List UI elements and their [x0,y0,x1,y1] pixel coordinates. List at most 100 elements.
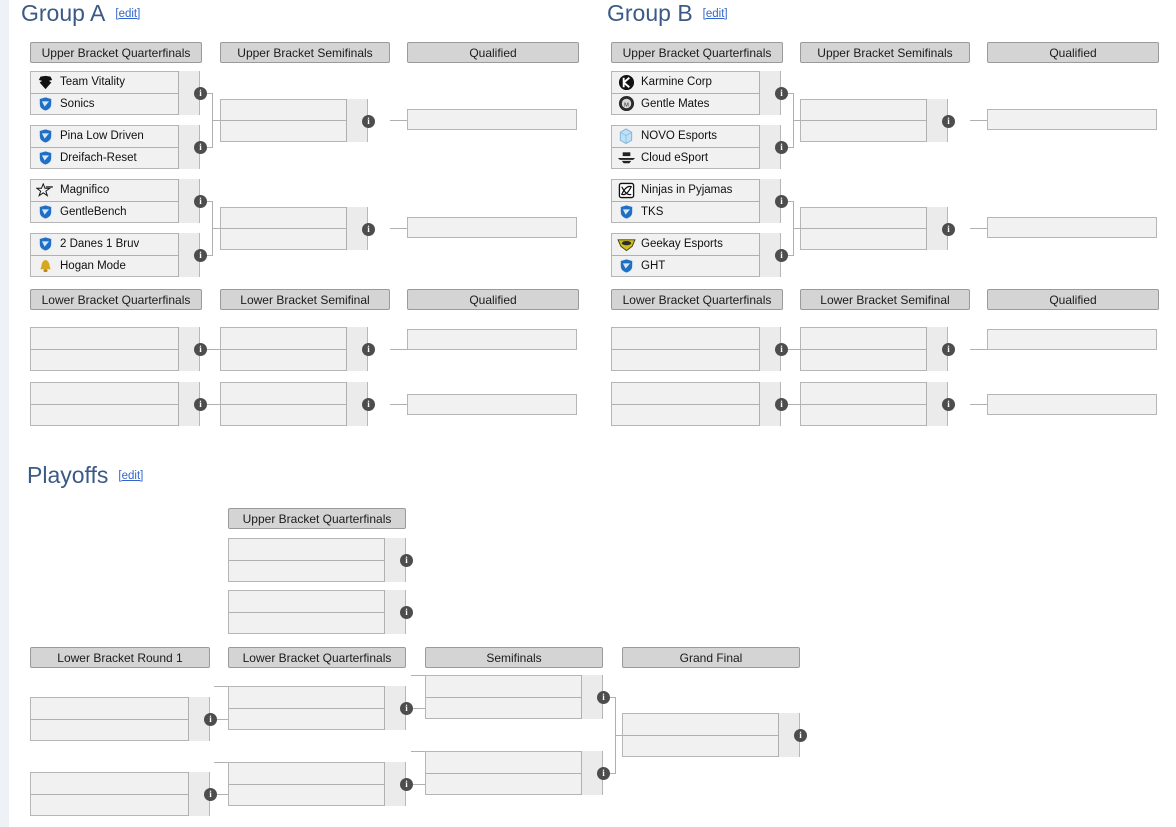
match-info-icon[interactable]: i [194,249,207,262]
match-row[interactable]: i [611,327,788,371]
match-row[interactable]: i [800,99,955,142]
match-info-icon[interactable]: i [400,778,413,791]
match-info-icon[interactable]: i [204,713,217,726]
opponent-top[interactable]: Karmine Corp [612,72,780,94]
playoffs-edit-link[interactable]: [edit] [118,470,144,482]
match-info-icon[interactable]: i [942,343,955,356]
match-row[interactable]: Ninjas in Pyjamas TKS i [611,179,788,223]
opponent-top[interactable] [426,676,602,698]
opponent-top[interactable] [229,687,405,709]
match-row[interactable]: i [220,207,375,250]
opponent-top[interactable]: NOVO Esports [612,126,780,148]
match-row[interactable]: i [220,382,375,426]
match-row[interactable]: i [800,207,955,250]
opponent-bottom[interactable]: TKS [612,202,780,223]
match-info-icon[interactable]: i [942,115,955,128]
match-row[interactable]: 2 Danes 1 Bruv Hogan Mode i [30,233,207,277]
opponent-top[interactable] [801,328,947,350]
match-info-icon[interactable]: i [597,691,610,704]
opponent-bottom[interactable] [229,709,405,730]
opponent-bottom[interactable]: Hogan Mode [31,256,199,277]
opponent-top[interactable]: Team Vitality [31,72,199,94]
qualified-slot[interactable] [987,217,1157,238]
match-info-icon[interactable]: i [400,606,413,619]
opponent-bottom[interactable]: Sonics [31,94,199,115]
match-row[interactable]: i [228,590,413,634]
match-info-icon[interactable]: i [194,195,207,208]
match-info-icon[interactable]: i [794,729,807,742]
group-b-edit-link[interactable]: [edit] [702,8,728,20]
match-info-icon[interactable]: i [775,141,788,154]
match-row[interactable]: Pina Low Driven Dreifach-Reset i [30,125,207,169]
opponent-bottom[interactable] [623,736,799,757]
opponent-top[interactable]: Geekay Esports [612,234,780,256]
match-row[interactable]: Magnifico GentleBench i [30,179,207,223]
opponent-bottom[interactable] [426,774,602,795]
opponent-top[interactable] [612,383,780,405]
match-row[interactable]: Geekay Esports GHT i [611,233,788,277]
group-a-edit-link[interactable]: [edit] [115,8,141,20]
match-info-icon[interactable]: i [942,398,955,411]
opponent-top[interactable] [801,100,947,121]
opponent-top[interactable] [612,328,780,350]
opponent-top[interactable] [426,752,602,774]
match-info-icon[interactable]: i [775,195,788,208]
match-info-icon[interactable]: i [597,767,610,780]
match-info-icon[interactable]: i [362,223,375,236]
match-info-icon[interactable]: i [775,398,788,411]
match-row[interactable]: i [220,327,375,371]
match-info-icon[interactable]: i [775,87,788,100]
match-row[interactable]: i [30,327,207,371]
opponent-top[interactable] [31,328,199,350]
match-row[interactable]: i [425,751,610,795]
match-row[interactable]: Team Vitality Sonics i [30,71,207,115]
match-row[interactable]: i [800,382,955,426]
match-info-icon[interactable]: i [362,398,375,411]
match-row[interactable]: Karmine Corp M Gentle Mates i [611,71,788,115]
match-row[interactable]: i [220,99,375,142]
match-row[interactable]: i [800,327,955,371]
opponent-bottom[interactable] [229,785,405,806]
match-info-icon[interactable]: i [194,398,207,411]
match-info-icon[interactable]: i [400,702,413,715]
opponent-bottom[interactable]: M Gentle Mates [612,94,780,115]
match-info-icon[interactable]: i [942,223,955,236]
opponent-top[interactable]: 2 Danes 1 Bruv [31,234,199,256]
opponent-bottom[interactable]: GHT [612,256,780,277]
match-row[interactable]: i [30,697,217,741]
match-row[interactable]: i [30,382,207,426]
opponent-bottom[interactable] [229,613,405,634]
match-info-icon[interactable]: i [775,343,788,356]
opponent-top[interactable] [623,714,799,736]
opponent-top[interactable] [31,698,209,720]
opponent-top[interactable] [229,539,405,561]
match-row[interactable]: NOVO Esports Cloud eSport i [611,125,788,169]
match-info-icon[interactable]: i [204,788,217,801]
match-info-icon[interactable]: i [362,115,375,128]
opponent-bottom[interactable] [612,350,780,371]
match-row[interactable]: i [425,675,610,719]
match-row[interactable]: i [228,538,413,582]
qualified-slot[interactable] [407,217,577,238]
opponent-top[interactable] [229,763,405,785]
opponent-bottom[interactable] [31,350,199,371]
opponent-top[interactable]: Ninjas in Pyjamas [612,180,780,202]
opponent-bottom[interactable] [229,561,405,582]
qualified-slot[interactable] [407,394,577,415]
match-info-icon[interactable]: i [775,249,788,262]
opponent-bottom[interactable] [31,720,209,741]
qualified-slot[interactable] [987,109,1157,130]
match-row[interactable]: i [622,713,807,757]
opponent-top[interactable]: Magnifico [31,180,199,202]
match-row[interactable]: i [228,762,413,806]
opponent-bottom[interactable] [612,405,780,426]
opponent-top[interactable] [229,591,405,613]
match-info-icon[interactable]: i [400,554,413,567]
opponent-top[interactable] [31,773,209,795]
match-row[interactable]: i [228,686,413,730]
qualified-slot[interactable] [987,329,1157,350]
opponent-top[interactable] [221,208,367,229]
opponent-top[interactable] [221,328,367,350]
match-row[interactable]: i [611,382,788,426]
match-info-icon[interactable]: i [194,343,207,356]
